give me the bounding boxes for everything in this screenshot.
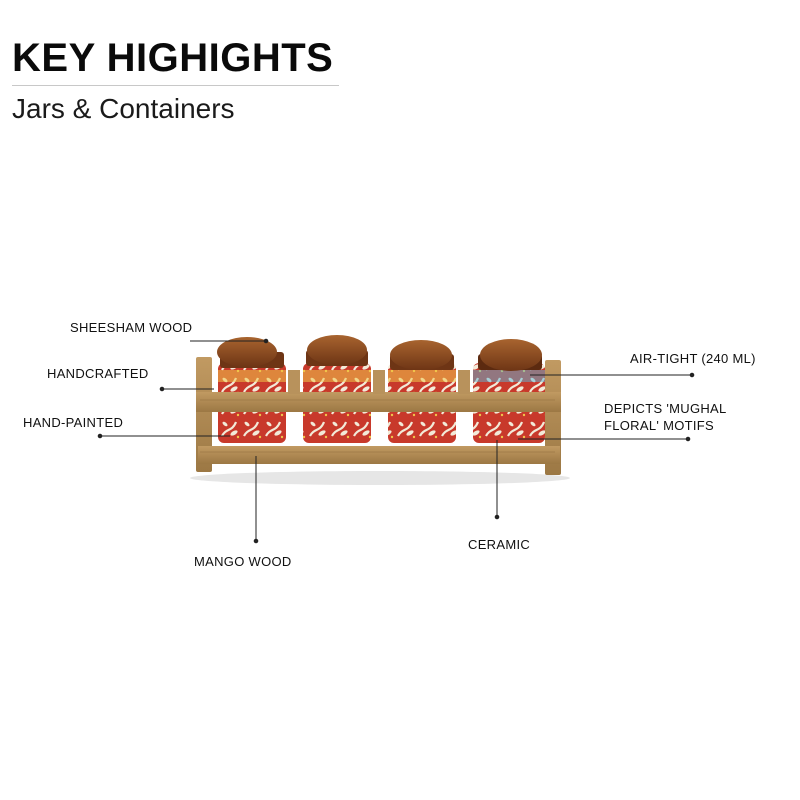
dot-airtight (689, 372, 695, 378)
rack-base (198, 446, 560, 464)
label-sheesham-wood: SHEESHAM WOOD (70, 320, 193, 335)
label-mughal-line1: DEPICTS 'MUGHAL (604, 401, 727, 416)
dot-mughal (685, 436, 691, 442)
rack-left-post (196, 357, 212, 472)
callout-lines (97, 338, 695, 544)
page-title: KEY HIGHIGHTS (12, 36, 334, 80)
lid-4 (478, 339, 542, 371)
label-mango-wood: MANGO WOOD (194, 554, 292, 569)
label-hand-painted: HAND-PAINTED (23, 415, 124, 430)
lid-1 (217, 337, 284, 368)
title-divider (12, 85, 339, 86)
lid-2 (306, 335, 368, 366)
lid-3 (390, 340, 454, 370)
page-subtitle: Jars & Containers (12, 93, 235, 124)
rack-shadow (190, 471, 570, 485)
wooden-rack (196, 357, 561, 475)
label-handcrafted: HANDCRAFTED (47, 366, 149, 381)
dot-ceramic (494, 514, 500, 520)
dot-handcrafted (159, 386, 165, 392)
rack-front-rail (196, 392, 561, 412)
dot-sheesham (263, 338, 269, 344)
label-air-tight: AIR-TIGHT (240 ML) (630, 351, 756, 366)
dot-handpainted (97, 433, 103, 439)
label-ceramic: CERAMIC (468, 537, 531, 552)
dot-mango (253, 538, 259, 544)
label-mughal-line2: FLORAL' MOTIFS (604, 418, 714, 433)
